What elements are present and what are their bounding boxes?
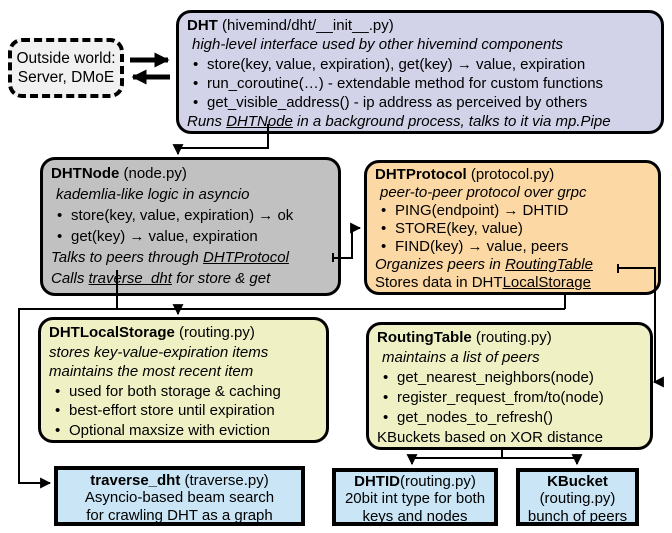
dht-bullet-3: •get_visible_address() - ip address as p… xyxy=(187,93,653,112)
traverse-dht-line-1: Asyncio-based beam search xyxy=(84,489,275,507)
bullet-icon: • xyxy=(55,382,61,400)
dht-subtitle: high-level interface used by other hivem… xyxy=(192,36,564,54)
dhtnode-bullet-2: •get(key) → value, expiration xyxy=(51,226,330,247)
localstorage-ref-link: LocalStorage xyxy=(502,274,591,291)
dhtnode-title: DHTNode (node.py) xyxy=(51,163,330,184)
dhtnode-bullet-1: •store(key, value, expiration) → ok xyxy=(51,205,330,226)
traverse-dht-line-2: for crawling DHT as a graph xyxy=(86,506,273,524)
dhtlocalstorage-bullet-1: •used for both storage & caching xyxy=(49,382,318,402)
bullet-icon: • xyxy=(383,389,389,406)
kbucket-line-1: bunch of peers xyxy=(527,507,628,525)
dhtprotocol-subtitle: peer-to-peer protocol over grpc xyxy=(380,184,587,201)
dht-footer: Runs DHTNode in a background process, ta… xyxy=(187,113,611,131)
routingtable-bullet-1: •get_nearest_neighbors(node) xyxy=(377,368,642,388)
routingtable-box: RoutingTable (routing.py) maintains a li… xyxy=(366,322,653,450)
bullet-icon: • xyxy=(381,220,387,237)
bullet-icon: • xyxy=(57,207,63,224)
dhtlocalstorage-subtitle-2: maintains the most recent item xyxy=(49,363,254,380)
dht-bullet-1: •store(key, value, expiration), get(key)… xyxy=(187,55,653,74)
dhtlocalstorage-class-name: DHTLocalStorage xyxy=(49,324,175,341)
dhtprotocol-footer-1: Organizes peers in RoutingTable xyxy=(375,256,593,273)
routingtable-title: RoutingTable (routing.py) xyxy=(377,328,642,348)
dhtprotocol-bullet-3: •FIND(key) → value, peers xyxy=(375,238,650,256)
bullet-icon: • xyxy=(55,421,61,439)
dht-box: DHT (hivemind/dht/__init__.py) high-leve… xyxy=(176,10,664,134)
dhtid-file-name: (routing.py) xyxy=(399,473,476,490)
dhtlocalstorage-bullet-2: •best-effort store until expiration xyxy=(49,401,318,421)
bullet-icon: • xyxy=(55,402,61,419)
traverse-dht-title: traverse_dht (traverse.py) xyxy=(66,472,293,489)
dhtlocalstorage-subtitle-1: stores key-value-expiration items xyxy=(49,343,269,361)
thick-connectors xyxy=(130,52,170,85)
dhtnode-box: DHTNode (node.py) kademlia-like logic in… xyxy=(40,157,341,296)
routingtable-footer: KBuckets based on XOR distance xyxy=(377,429,603,446)
dhtid-title: DHTID(routing.py) xyxy=(338,473,492,490)
dhtprotocol-box: DHTProtocol (protocol.py) peer-to-peer p… xyxy=(364,160,661,295)
dhtid-box: DHTID(routing.py) 20bit int type for bot… xyxy=(332,468,498,526)
dhtprotocol-bullet-2: •STORE(key, value) xyxy=(375,220,650,238)
bullet-icon: • xyxy=(383,369,389,386)
outside-world-line1: Outside world: xyxy=(16,50,116,67)
dht-title: DHT (hivemind/dht/__init__.py) xyxy=(187,16,653,35)
routingtable-class-name: RoutingTable xyxy=(377,329,472,346)
traverse-dht-file-name: (traverse.py) xyxy=(180,472,269,489)
routingtable-subtitle: maintains a list of peers xyxy=(382,349,540,366)
kbucket-box: KBucket (routing.py) bunch of peers xyxy=(516,468,639,526)
dhtid-line-2: keys and nodes xyxy=(362,507,468,525)
kbucket-class-name: KBucket xyxy=(547,473,608,490)
bullet-icon: • xyxy=(193,94,199,112)
dhtnode-ref-link: DHTNode xyxy=(226,113,293,131)
dht-class-name: DHT xyxy=(187,17,218,34)
traverse-dht-box: traverse_dht (traverse.py) Asyncio-based… xyxy=(54,466,305,526)
bullet-icon: • xyxy=(383,409,389,426)
dhtnode-class-name: DHTNode xyxy=(51,165,120,182)
routingtable-ref-link: RoutingTable xyxy=(505,256,593,273)
kbucket-file-name: (routing.py) xyxy=(539,490,616,508)
dhtlocalstorage-bullet-3: •Optional maxsize with eviction xyxy=(49,421,318,441)
traverse-dht-ref-link: traverse_dht xyxy=(88,270,172,287)
dhtprotocol-footer-2: Stores data in DHTLocalStorage xyxy=(375,274,591,291)
dhtprotocol-ref-link: DHTProtocol xyxy=(203,249,289,266)
bullet-icon: • xyxy=(381,202,387,219)
arrow-routingtable-to-kbucket xyxy=(501,450,583,466)
routingtable-bullet-3: •get_nodes_to_refresh() xyxy=(377,408,642,428)
dhtlocalstorage-title: DHTLocalStorage (routing.py) xyxy=(49,323,318,343)
routingtable-file-name: (routing.py) xyxy=(471,329,552,346)
dhtnode-footer-1: Talks to peers through DHTProtocol xyxy=(51,249,289,266)
dhtlocalstorage-file-name: (routing.py) xyxy=(174,324,255,341)
routingtable-bullet-2: •register_request_from/to(node) xyxy=(377,388,642,408)
dhtnode-footer-2: Calls traverse_dht for store & get xyxy=(51,270,271,287)
traverse-dht-func-name: traverse_dht xyxy=(90,472,181,489)
bullet-icon: • xyxy=(193,55,199,73)
dht-bullet-2: •run_coroutine(…) - extendable method fo… xyxy=(187,74,653,93)
dhtid-class-name: DHTID xyxy=(354,473,400,490)
bullet-icon: • xyxy=(193,74,199,92)
bullet-icon: • xyxy=(381,238,387,255)
dhtnode-file-name: (node.py) xyxy=(119,165,187,182)
dhtnode-subtitle: kademlia-like logic in asyncio xyxy=(56,186,250,203)
arrow-routingtable-to-dhtid xyxy=(406,454,502,466)
outside-world-line2: Server, DMoE xyxy=(17,69,115,86)
dhtlocalstorage-box: DHTLocalStorage (routing.py) stores key-… xyxy=(38,317,329,443)
dhtprotocol-bullet-1: •PING(endpoint) → DHTID xyxy=(375,202,650,220)
outside-world-box: Outside world: Server, DMoE xyxy=(8,38,124,98)
bullet-icon: • xyxy=(57,228,63,245)
dhtprotocol-file-name: (protocol.py) xyxy=(466,166,555,183)
dht-file-name: (hivemind/dht/__init__.py) xyxy=(217,17,394,34)
dhtid-line-1: 20bit int type for both xyxy=(344,490,486,508)
dhtprotocol-title: DHTProtocol (protocol.py) xyxy=(375,166,650,184)
dhtprotocol-class-name: DHTProtocol xyxy=(375,166,467,183)
